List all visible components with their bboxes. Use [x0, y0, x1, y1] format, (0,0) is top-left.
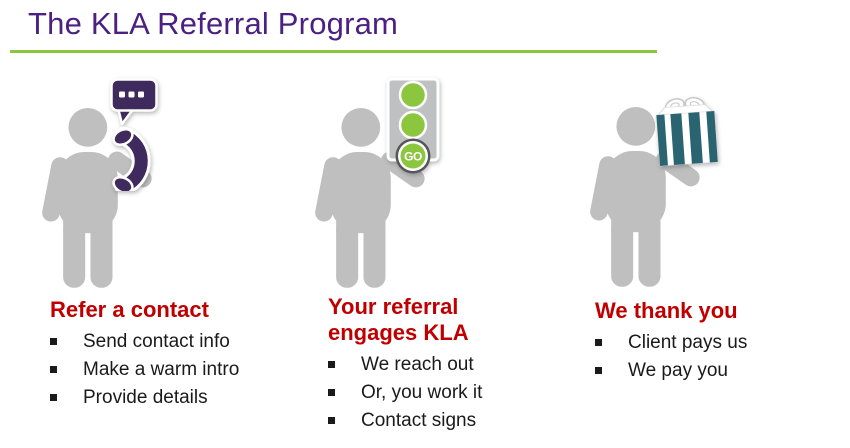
phone-speech-bubble-icon	[110, 78, 158, 191]
step-1-text: Refer a contact Send contact info Make a…	[50, 297, 300, 412]
bullet-square	[328, 417, 335, 424]
phone-handset	[112, 126, 151, 191]
page-title: The KLA Referral Program	[28, 6, 399, 41]
step-2-bullets: We reach out Or, you work it Contact sig…	[328, 351, 578, 435]
bullet-item: Or, you work it	[328, 379, 578, 407]
go-label: GO	[404, 150, 422, 164]
go-light: GO	[395, 138, 431, 174]
bullet-square	[50, 338, 57, 345]
gift-box	[655, 104, 719, 167]
bullet-item: We reach out	[328, 351, 578, 379]
bullet-square	[595, 339, 602, 346]
step-3-bullets: Client pays us We pay you	[595, 329, 845, 385]
bullet-square	[328, 389, 335, 396]
gift-box-icon	[655, 97, 719, 167]
bullet-square	[50, 366, 57, 373]
step-3-text: We thank you Client pays us We pay you	[595, 298, 845, 385]
bullet-item: Send contact info	[50, 328, 300, 356]
step-2-text: Your referral engages KLA We reach out O…	[328, 294, 578, 435]
traffic-light-go-icon: GO	[386, 77, 440, 174]
bullet-item: Provide details	[50, 384, 300, 412]
step-1-heading: Refer a contact	[50, 297, 209, 322]
green-light-middle	[398, 110, 428, 140]
step-1-bullets: Send contact info Make a warm intro Prov…	[50, 328, 300, 412]
bullet-square	[595, 367, 602, 374]
bullet-square	[328, 361, 335, 368]
bullet-square	[50, 394, 57, 401]
step-3-heading: We thank you	[595, 298, 738, 323]
bullet-item: Make a warm intro	[50, 356, 300, 384]
speech-bubble	[110, 78, 158, 126]
step-2-heading: Your referral engages KLA	[328, 294, 469, 345]
bullet-item: Contact signs	[328, 407, 578, 435]
title-underline	[10, 50, 657, 53]
bullet-item: Client pays us	[595, 329, 845, 357]
green-light-top	[398, 80, 428, 110]
bullet-item: We pay you	[595, 357, 845, 385]
